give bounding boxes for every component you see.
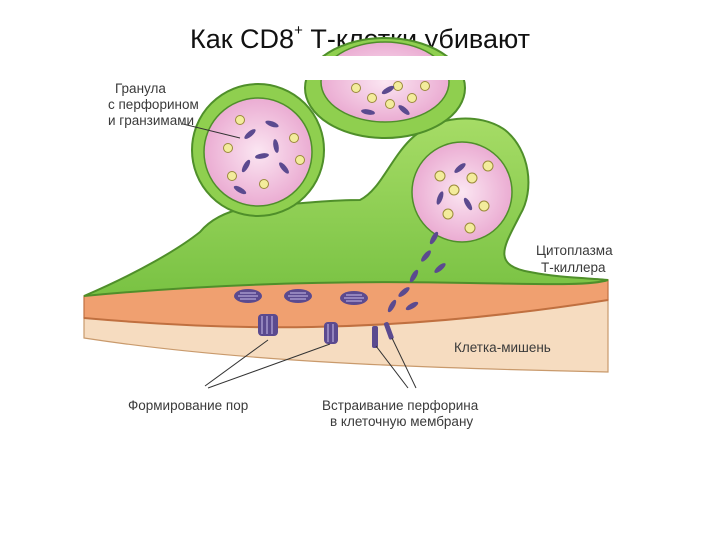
- granzyme-dot: [223, 143, 233, 153]
- granule-top: [304, 37, 466, 139]
- cytoplasm-label-line-2: Т-киллера: [541, 260, 606, 275]
- granzyme-dot: [367, 93, 377, 103]
- pore-formation-label: Формирование пор: [128, 398, 248, 413]
- perforin-rod: [361, 109, 375, 115]
- granule-label-line-2: с перфорином: [108, 97, 199, 112]
- perforin-rod: [429, 231, 439, 245]
- title-superscript: +: [294, 22, 303, 39]
- granzyme-dot: [295, 155, 305, 165]
- pore-stripes: [261, 316, 273, 334]
- pore: [324, 322, 338, 344]
- granzyme-dot: [442, 208, 454, 220]
- granzyme-dot: [434, 170, 446, 182]
- granzyme-dot: [393, 81, 403, 91]
- granzymes: [223, 81, 494, 234]
- granzyme-dot: [478, 200, 490, 212]
- cluster-stripes: [238, 292, 364, 302]
- pore-leader-2: [207, 343, 331, 389]
- cover: [290, 56, 490, 80]
- pore-stripes: [327, 324, 334, 342]
- perforin-rod: [398, 287, 410, 297]
- perforin-insertion-line-1: Встраивание перфорина: [322, 398, 479, 413]
- perforin-rod: [244, 129, 256, 139]
- granule-label-line-3: и гранзимами: [108, 113, 194, 128]
- perforin-insertion-line-2: в клеточную мембрану: [330, 414, 473, 429]
- cytoplasm-label-line-1: Цитоплазма: [536, 243, 613, 258]
- granzyme-dot: [420, 81, 430, 91]
- granule-right: [411, 141, 513, 243]
- granzyme-dot: [466, 172, 478, 184]
- perforin-rod: [421, 250, 431, 262]
- perforin-rod: [436, 191, 444, 205]
- perforin-rod: [241, 159, 251, 173]
- perforin-rod: [398, 105, 410, 115]
- granzyme-dot: [385, 99, 395, 109]
- perforin-clusters: [234, 289, 368, 305]
- perforin-rod: [463, 197, 473, 211]
- title-prefix: Как CD8: [189, 24, 295, 54]
- granzyme-dot: [259, 179, 269, 189]
- perforin: [233, 85, 473, 313]
- granule-label-line-1: Гранула: [115, 81, 166, 96]
- perforin-rod: [434, 263, 446, 273]
- granzyme-dot: [464, 222, 476, 234]
- perforin-rod: [387, 299, 397, 313]
- leader-lines: [182, 123, 417, 389]
- pore: [383, 322, 394, 340]
- perforin-rod: [233, 185, 247, 195]
- perforin-rod: [265, 120, 279, 128]
- granzyme-dot: [407, 93, 417, 103]
- perforin-rod: [255, 153, 269, 159]
- perforin-rod: [454, 163, 466, 173]
- pore: [258, 314, 278, 336]
- perforin-rod: [279, 162, 289, 174]
- perforin-rod: [405, 301, 419, 311]
- membrane-line: [83, 299, 609, 329]
- granzyme-dot: [227, 171, 237, 181]
- granzyme-dot: [351, 83, 361, 93]
- granzyme-dot: [482, 160, 494, 172]
- pore: [372, 326, 378, 348]
- perforin-rod: [409, 269, 419, 283]
- target-cell-label: Клетка-мишень: [454, 340, 551, 355]
- granzyme-dot: [289, 133, 299, 143]
- perforin-leader-2: [391, 337, 417, 389]
- granzyme-dot: [235, 115, 245, 125]
- perforin-rod: [273, 139, 279, 153]
- membrane-pores: [258, 314, 394, 348]
- granzyme-dot: [448, 184, 460, 196]
- pore-leader-1: [204, 339, 269, 387]
- killer-cell-cytoplasm: [83, 117, 609, 297]
- perforin-rod: [381, 85, 395, 95]
- granule-left: [191, 83, 325, 217]
- perforin-leader-1: [375, 345, 409, 389]
- granule-leader: [182, 123, 241, 139]
